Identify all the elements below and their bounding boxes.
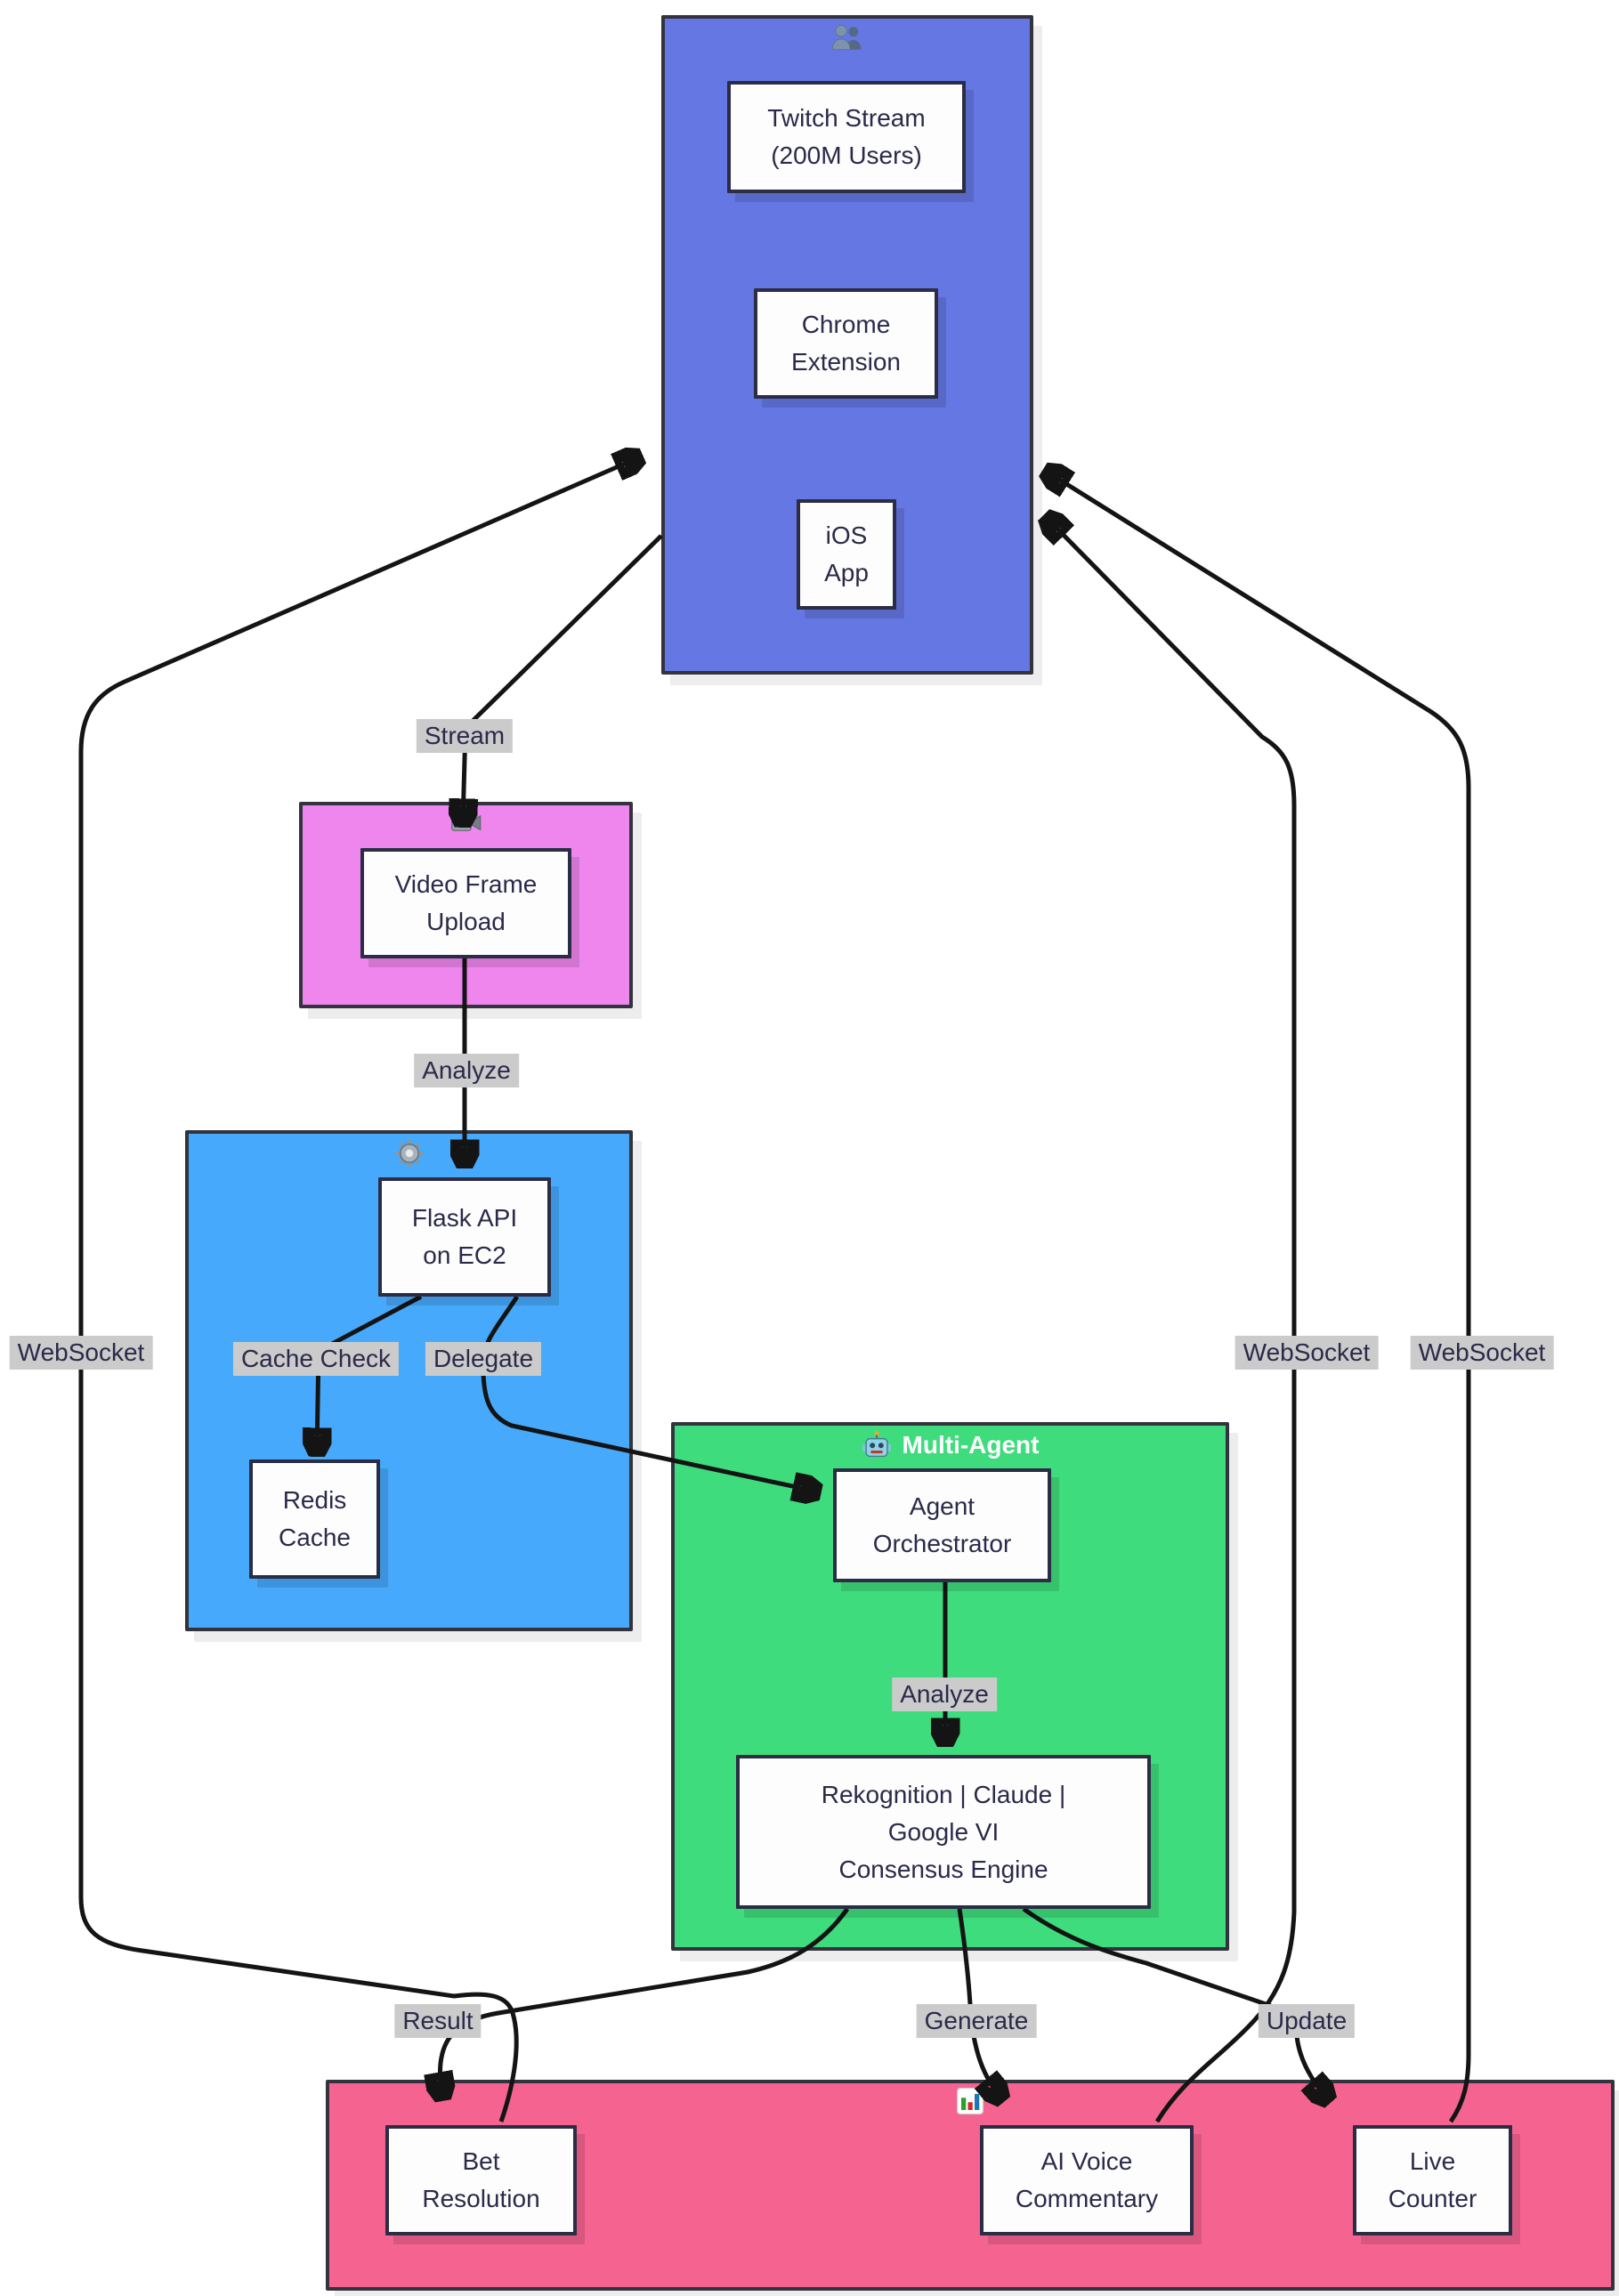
edge-label-generate: Generate [916,2004,1037,2038]
video-camera-icon [450,810,482,833]
node-redis-cache: Redis Cache [249,1459,380,1579]
edge-label-analyze-agents: Analyze [892,1678,997,1711]
node-ios-app: iOS App [797,499,896,610]
node-consensus-engine-label: Rekognition | Claude | Google VI Consens… [821,1780,1066,1883]
node-consensus-engine: Rekognition | Claude | Google VI Consens… [736,1755,1151,1909]
node-video-frame-upload: Video Frame Upload [360,848,571,958]
edge-stream [463,534,663,823]
edge-label-delegate: Delegate [425,1342,542,1376]
node-flask-api: Flask API on EC2 [378,1177,551,1297]
node-live-counter-label: Live Counter [1388,2147,1477,2212]
cluster-users-header [830,23,865,52]
edge-label-cache-check: Cache Check [232,1342,400,1376]
node-agent-orchestrator-label: Agent Orchestrator [872,1492,1012,1557]
edge-label-update: Update [1258,2004,1356,2038]
node-twitch-stream-label: Twitch Stream (200M Users) [767,104,926,169]
node-chrome-extension-label: Chrome Extension [791,311,901,376]
node-video-frame-upload-label: Video Frame Upload [394,870,538,935]
edge-label-websocket-live: WebSocket [1410,1336,1554,1370]
node-bet-resolution: Bet Resolution [385,2125,577,2235]
cluster-output-header [957,2088,984,2114]
edge-label-analyze-upload: Analyze [414,1054,519,1087]
users-icon [830,23,865,52]
cluster-agents-header: Multi-Agent [862,1430,1040,1460]
edge-label-result: Result [394,2004,482,2038]
node-live-counter: Live Counter [1353,2125,1512,2235]
node-twitch-stream: Twitch Stream (200M Users) [727,81,966,193]
cluster-agents-title: Multi-Agent [902,1431,1040,1459]
node-chrome-extension: Chrome Extension [754,288,938,399]
node-ai-voice-commentary-label: AI Voice Commentary [1015,2147,1159,2212]
edge-label-websocket-voice: WebSocket [1234,1336,1379,1370]
edge-label-websocket-left: WebSocket [9,1336,153,1370]
cluster-api-header [394,1138,425,1168]
node-redis-cache-label: Redis Cache [279,1486,351,1551]
gear-icon [394,1138,425,1168]
node-ios-app-label: iOS App [824,521,869,586]
bar-chart-icon [957,2088,984,2114]
cluster-video-header [450,810,482,833]
node-ai-voice-commentary: AI Voice Commentary [980,2125,1194,2235]
node-bet-resolution-label: Bet Resolution [422,2147,540,2212]
edge-label-stream: Stream [416,719,514,753]
node-agent-orchestrator: Agent Orchestrator [833,1468,1051,1582]
node-flask-api-label: Flask API on EC2 [411,1204,518,1269]
robot-icon [862,1430,892,1460]
